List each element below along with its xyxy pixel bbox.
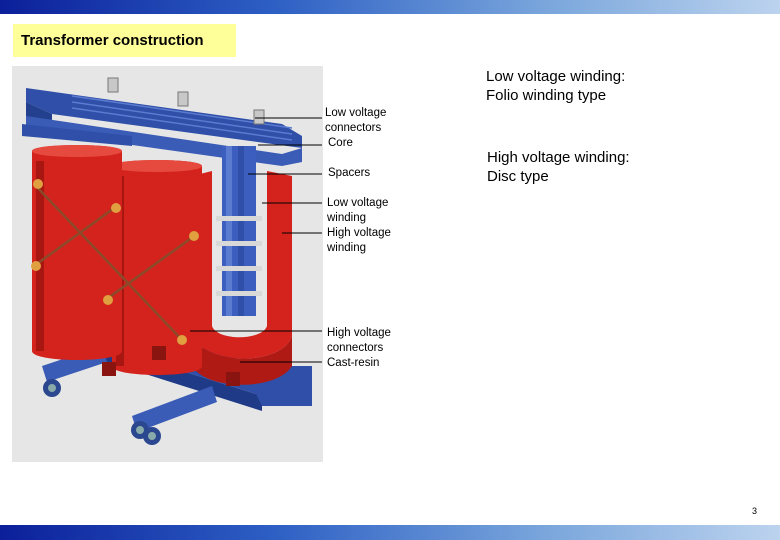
label-spacers: Spacers <box>328 167 371 179</box>
slide-title: Transformer construction <box>13 24 236 57</box>
top-gradient-band <box>0 0 780 14</box>
bottom-gradient-band <box>0 525 780 540</box>
note-lv-winding-type: Low voltage winding: Folio winding type <box>486 68 626 104</box>
transformer-illustration <box>12 66 323 462</box>
note-hv-winding-type: High voltage winding: Disc type <box>487 149 630 185</box>
label-core: Core <box>328 137 353 149</box>
label-hv-winding: High voltage winding <box>327 227 391 254</box>
page-number: 3 <box>752 506 758 516</box>
label-hv-connectors: High voltage connectors <box>327 327 391 354</box>
label-lv-winding: Low voltage winding <box>327 197 389 224</box>
label-cast-resin: Cast-resin <box>327 357 380 369</box>
label-lv-connectors: Low voltage connectors <box>325 107 387 134</box>
